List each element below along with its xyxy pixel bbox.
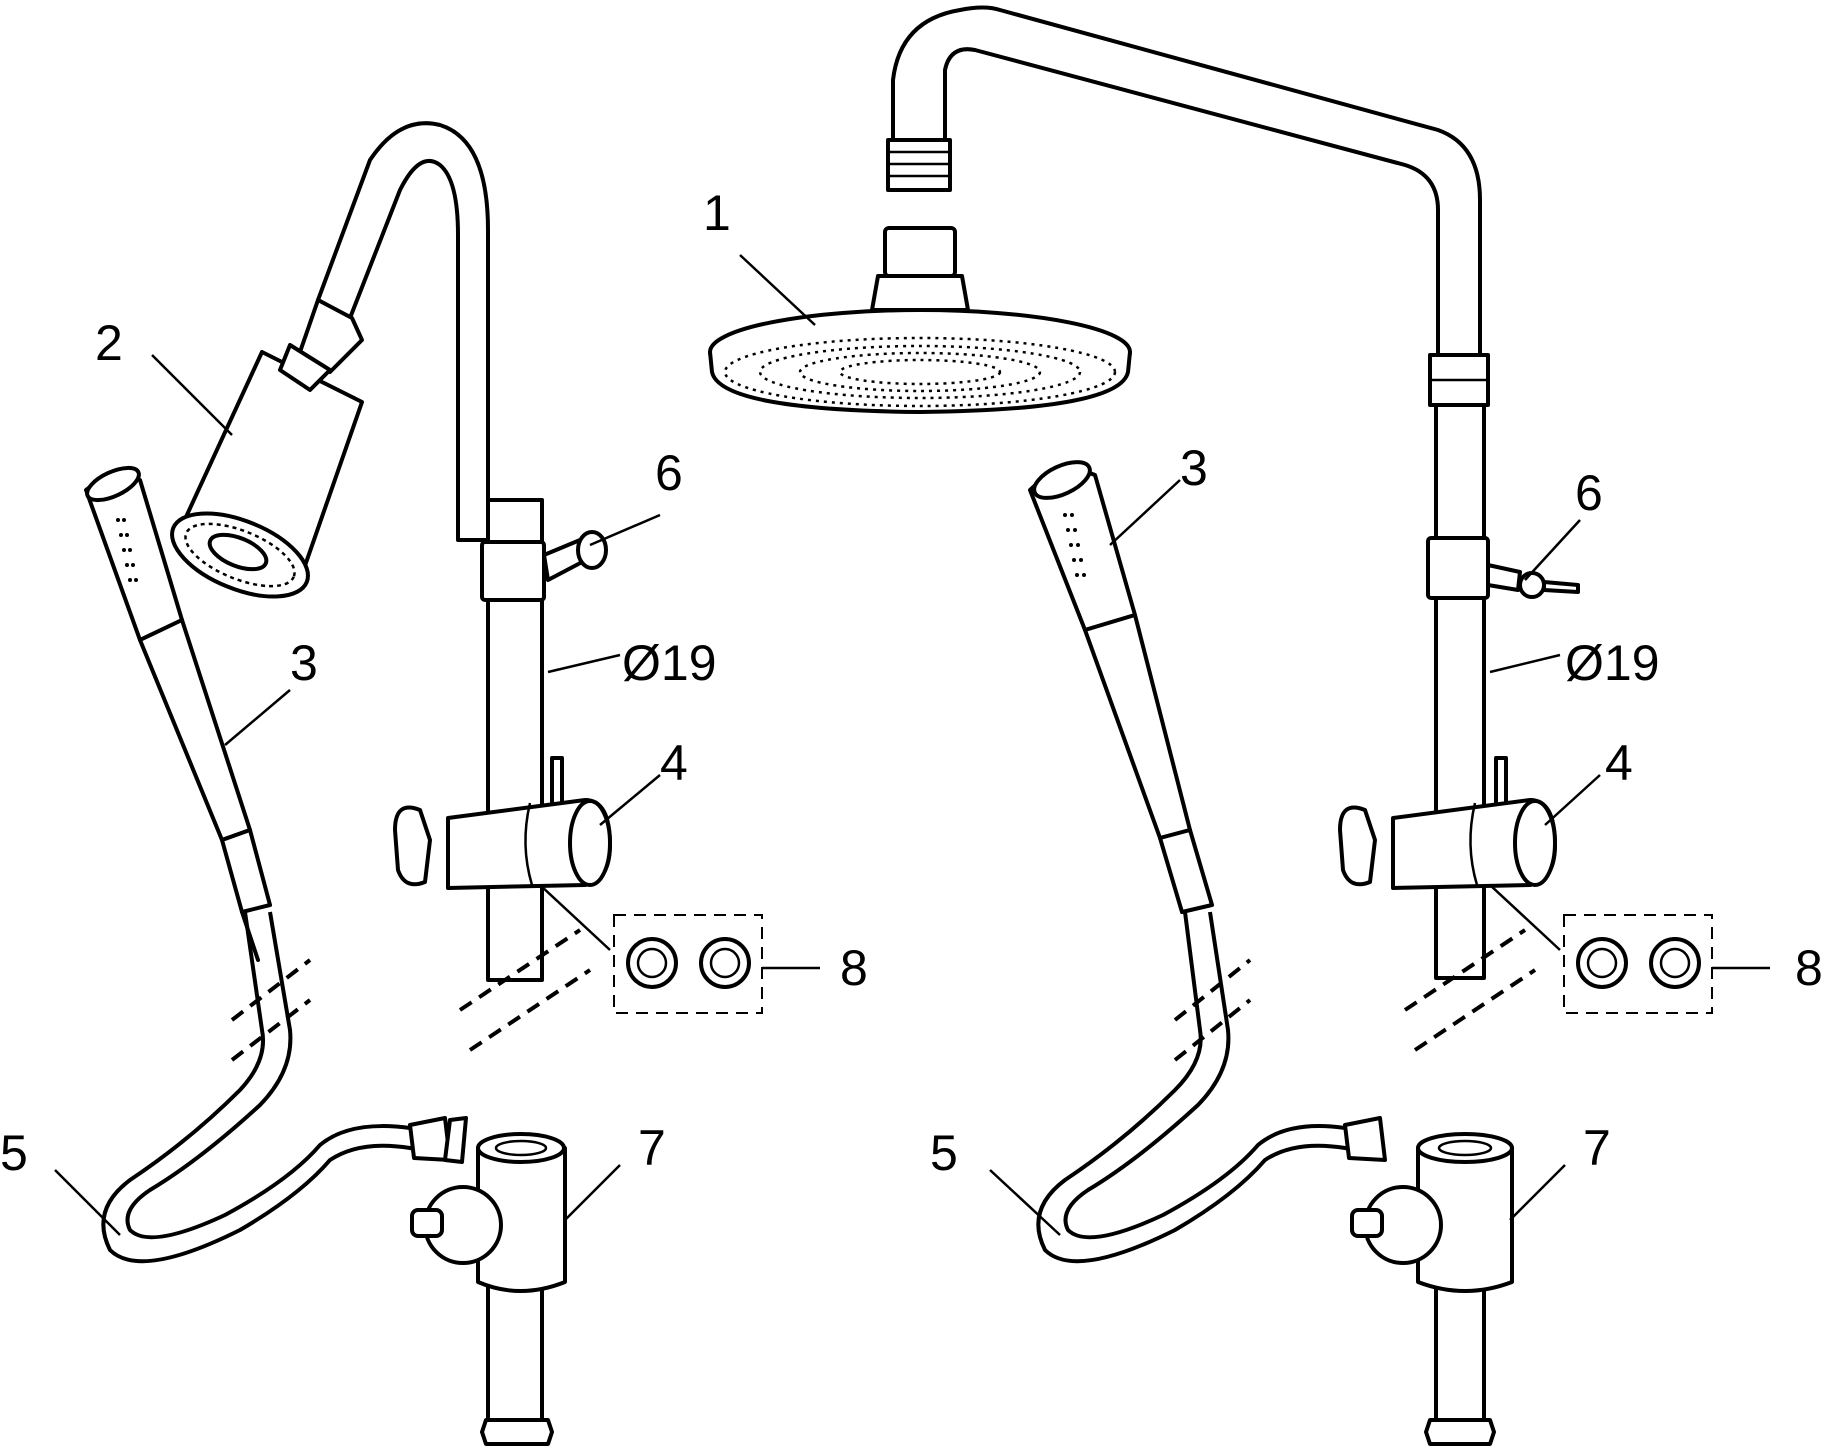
left-hand-shower xyxy=(84,465,272,914)
left-head-shower xyxy=(170,298,364,599)
label-bracket-left: 6 xyxy=(655,445,683,501)
label-hose-left: 5 xyxy=(0,1125,28,1181)
label-diverter-right: 7 xyxy=(1583,1120,1611,1176)
label-rain-head-right: 1 xyxy=(703,185,731,241)
label-hand-shower-right: 3 xyxy=(1180,440,1208,496)
left-break-marks xyxy=(230,928,592,1062)
left-spacer-rings xyxy=(539,884,763,1014)
label-bracket-right: 6 xyxy=(1575,465,1603,521)
label-hand-shower-left: 3 xyxy=(290,635,318,691)
right-leader-lines xyxy=(739,254,1770,1236)
right-rain-head xyxy=(708,226,1132,414)
label-hose-right: 5 xyxy=(930,1125,958,1181)
right-wall-bracket xyxy=(1426,536,1580,600)
label-diverter-left: 7 xyxy=(638,1120,666,1176)
label-diameter-right: Ø19 xyxy=(1565,635,1660,691)
left-diverter xyxy=(410,1116,567,1293)
right-assembly: 1 3 6 Ø19 4 8 5 7 xyxy=(703,5,1823,1446)
left-slider xyxy=(393,756,612,890)
label-diameter-left: Ø19 xyxy=(622,635,717,691)
label-slider-left: 4 xyxy=(660,735,688,791)
right-overhead-arm xyxy=(886,5,1482,362)
left-hose xyxy=(101,910,452,1264)
left-wall-bracket xyxy=(480,530,608,602)
label-spacers-right: 8 xyxy=(1795,940,1823,996)
right-spacer-rings xyxy=(1489,884,1713,1014)
left-assembly: 2 3 6 Ø19 4 8 5 7 xyxy=(0,121,868,1446)
right-hose xyxy=(1036,911,1387,1264)
left-leader-lines xyxy=(54,354,820,1236)
right-slider xyxy=(1338,756,1557,890)
label-head-shower-left: 2 xyxy=(95,315,123,371)
label-slider-right: 4 xyxy=(1605,735,1633,791)
right-diverter xyxy=(1350,1132,1514,1293)
right-hand-shower xyxy=(1028,460,1214,914)
label-spacers-left: 8 xyxy=(840,940,868,996)
right-break-marks xyxy=(1173,928,1537,1062)
